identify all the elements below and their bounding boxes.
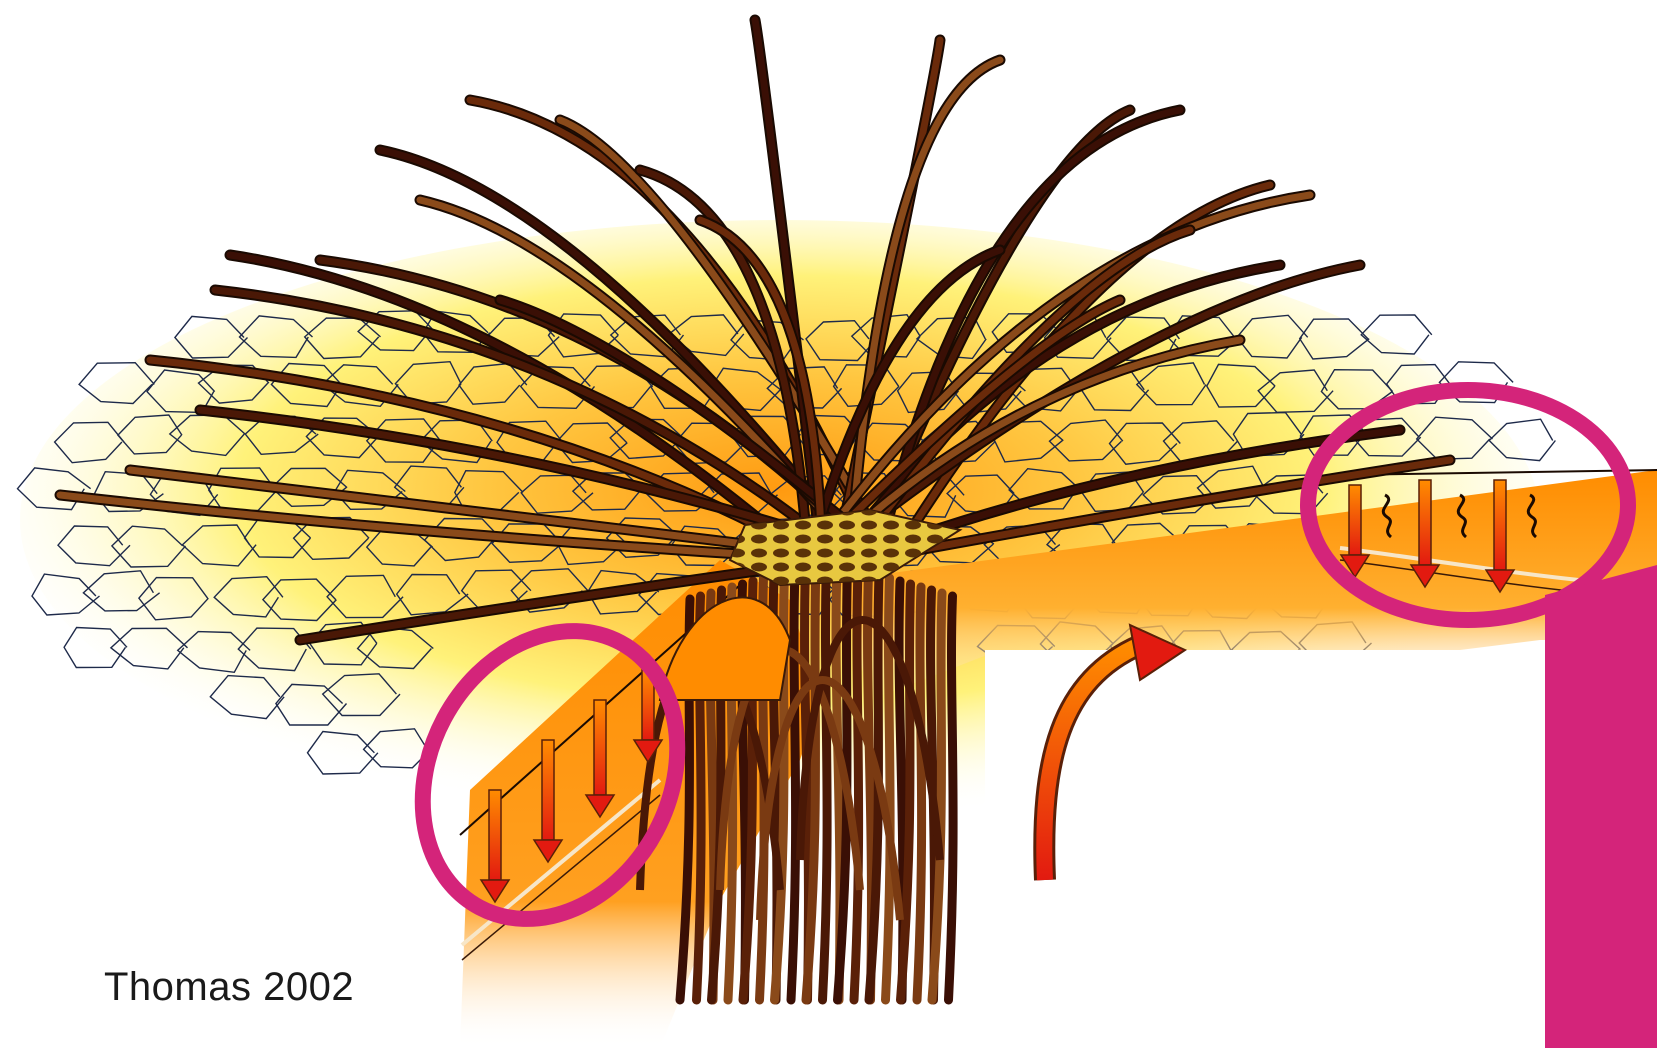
flux-tube: [949, 596, 954, 1000]
flux-tube: [791, 569, 796, 1000]
flux-tube: [823, 560, 828, 1000]
source-credit: Thomas 2002: [104, 965, 354, 1010]
highlight-bar: [1545, 565, 1657, 1048]
flux-tube: [854, 569, 859, 1000]
flux-tube: [917, 587, 922, 1000]
